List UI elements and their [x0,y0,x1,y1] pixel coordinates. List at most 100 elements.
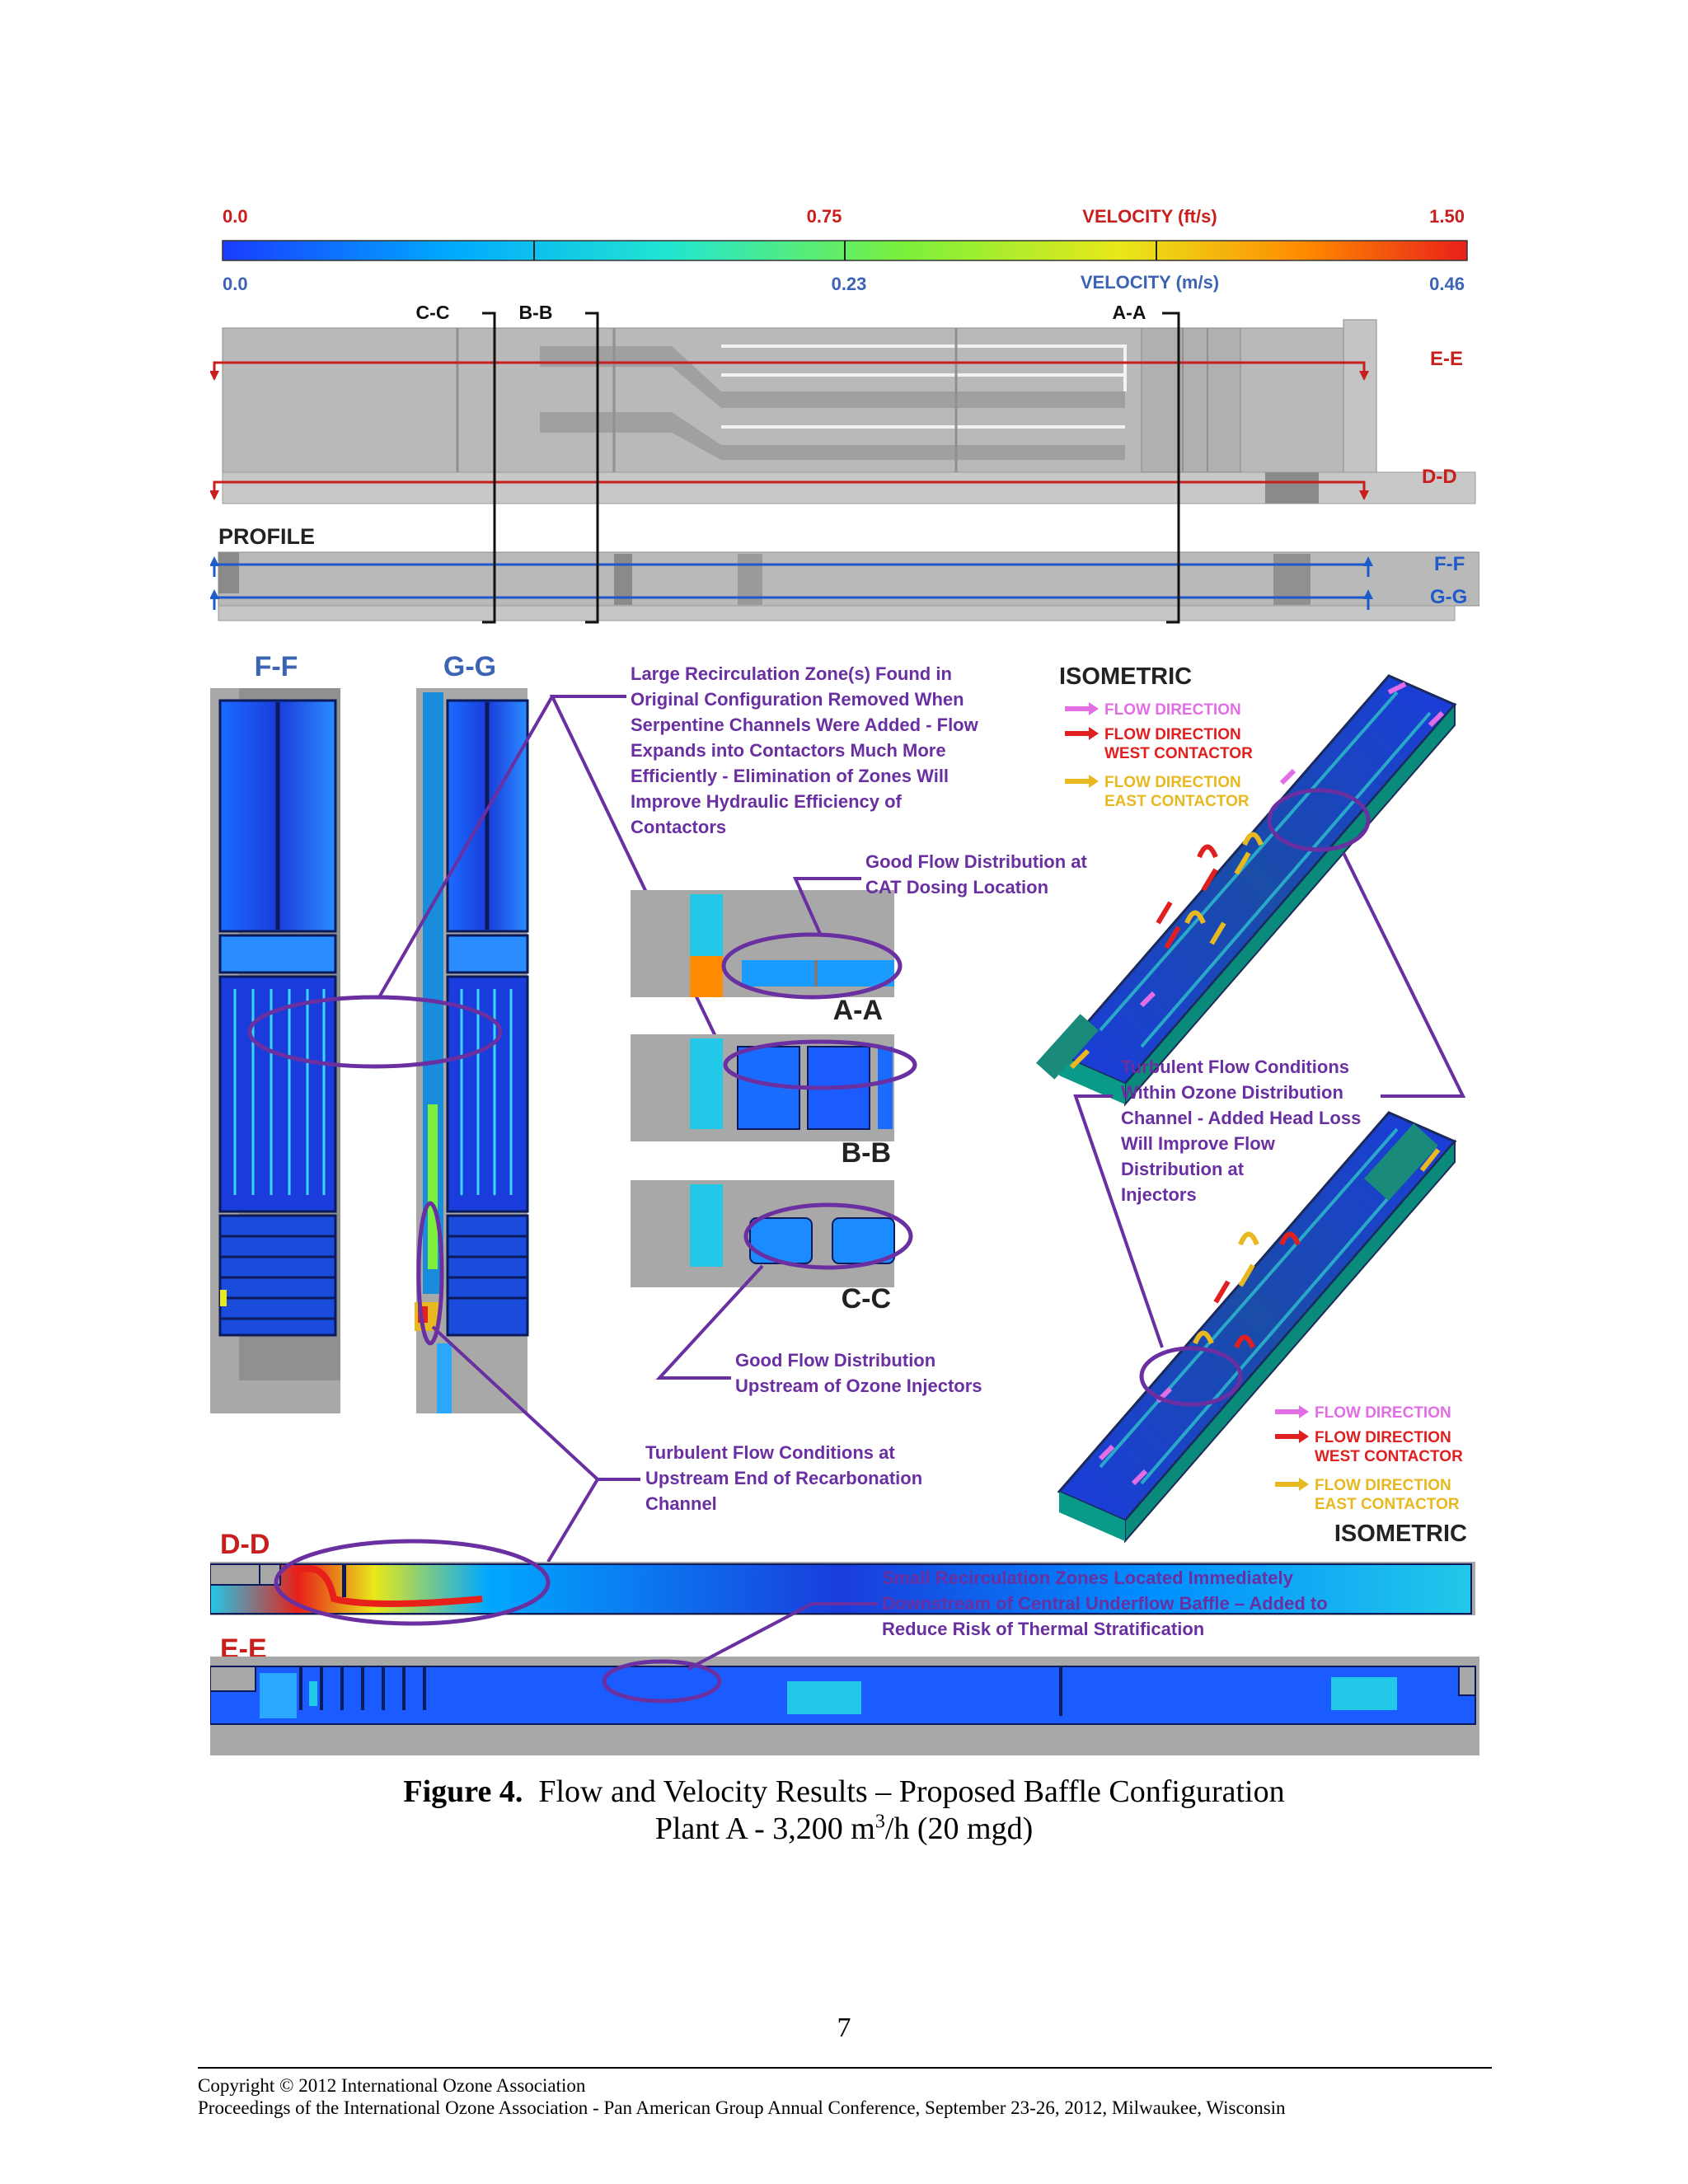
legend-text: FLOW DIRECTION [1104,726,1241,743]
gg-panel [415,688,529,1413]
annotation-line: CAT Dosing Location [865,877,1048,898]
isometric-title: ISOMETRIC [1059,663,1192,690]
annotation-line: Channel - Added Head Loss [1121,1108,1361,1128]
annotation-line: Contactors [631,817,726,837]
section-label-ee: E-E [1430,348,1463,370]
scale-ms-mid: 0.23 [832,274,867,294]
figure-caption-line2: Plant A - 3,200 m3/h (20 mgd) [0,1811,1688,1847]
annotation-line: Large Recirculation Zone(s) Found in [631,663,952,684]
annotation-line: Efficiently - Elimination of Zones Will [631,766,949,786]
section-arrowhead [210,589,219,599]
panel-label-ff: F-F [255,651,298,682]
legend-text: FLOW DIRECTION [1104,774,1241,791]
annotation-line: Will Improve Flow [1121,1133,1276,1154]
section-arrowhead [1359,490,1369,500]
callout-leader [1342,852,1466,1098]
footer-proceedings: Proceedings of the International Ozone A… [198,2097,1286,2118]
annotation-line: Small Recirculation Zones Located Immedi… [882,1568,1294,1588]
scale-ft-max: 1.50 [1429,206,1465,227]
annotation-turbulent-ozone: Turbulent Flow Conditions Within Ozone D… [1121,1057,1366,1205]
annotation-line: Turbulent Flow Conditions [1121,1057,1349,1077]
annotation-line: Reduce Risk of Thermal Stratification [882,1619,1204,1639]
callout-leader [687,1602,878,1671]
section-line-bb [585,312,599,624]
section-arrowhead [1363,556,1373,566]
figure-title: Flow and Velocity Results – Proposed Baf… [538,1774,1285,1809]
section-arrowhead [210,490,219,500]
legend-text: FLOW DIRECTION [1315,1477,1451,1494]
section-label-ff: F-F [1434,553,1465,575]
profile-view [218,551,1479,621]
section-label-dd: D-D [1422,466,1457,488]
annotation-line: Good Flow Distribution at [865,851,1088,872]
figure-caption: Figure 4. Flow and Velocity Results – Pr… [0,1774,1688,1810]
annotation-line: Expands into Contactors Much More [631,740,946,761]
cc-panel [631,1180,895,1287]
annotation-line: Improve Hydraulic Efficiency of [631,791,903,812]
figure-label: Figure 4. [403,1774,523,1809]
callout-ellipse [247,995,503,1069]
annotation-small-recirc: Small Recirculation Zones Located Immedi… [882,1568,1333,1639]
section-line-cc [482,312,496,624]
callout-ellipse [416,1201,444,1346]
annotation-line: Injectors [1121,1184,1197,1205]
section-arrowhead [210,556,219,566]
section-arrowhead [1359,371,1369,381]
scale-ft-label: VELOCITY (ft/s) [1082,206,1217,227]
scale-ms-label: VELOCITY (m/s) [1081,272,1219,293]
annotation-line: Distribution at [1121,1159,1245,1179]
section-label-aa: A-A [1113,302,1146,323]
callout-ellipse [602,1659,722,1704]
annotation-good-cat: Good Flow Distribution at CAT Dosing Loc… [865,851,1092,898]
page-number: 7 [837,2013,851,2043]
footer-copyright: Copyright © 2012 International Ozone Ass… [198,2075,586,2096]
panel-label-aa: A-A [833,995,883,1026]
plan-view [222,319,1476,504]
caption-superscript: 3 [874,1811,885,1833]
callout-ellipse [1267,788,1371,852]
callout-ellipse [743,1202,913,1270]
ee-panel [210,1657,1479,1755]
annotation-line: Upstream End of Recarbonation [645,1468,922,1488]
callout-leader [546,1478,640,1563]
panel-label-bb: B-B [842,1137,891,1169]
scale-ms-max: 0.46 [1429,274,1465,294]
section-arrowhead [1363,589,1373,599]
callout-ellipse [723,1039,917,1090]
legend-text: FLOW DIRECTION [1104,701,1241,719]
caption-flow: /h (20 mgd) [884,1811,1034,1846]
section-line-ff [213,563,1370,577]
isometric-legend-top: FLOW DIRECTION FLOW DIRECTION WEST CONTA… [1065,701,1253,810]
legend-text: EAST CONTACTOR [1104,793,1250,810]
callout-leader [655,1264,764,1380]
callout-leader [792,877,861,935]
section-arrowhead [210,371,219,381]
annotation-line: Within Ozone Distribution [1121,1082,1343,1103]
section-label-gg: G-G [1430,586,1467,608]
isometric-title-bottom: ISOMETRIC [1334,1521,1467,1547]
section-line-aa [1162,312,1180,624]
annotation-line: Serpentine Channels Were Added - Flow [631,715,979,735]
section-line-gg [213,596,1370,610]
panel-label-gg: G-G [443,651,496,682]
callout-ellipse [274,1539,551,1626]
annotation-line: Downstream of Central Underflow Baffle –… [882,1593,1328,1614]
legend-text: FLOW DIRECTION [1315,1429,1451,1446]
panel-label-cc: C-C [842,1283,891,1315]
annotation-large-recirc: Large Recirculation Zone(s) Found in Ori… [631,663,983,837]
section-label-bb: B-B [519,302,553,323]
annotation-turbulent-recarb: Turbulent Flow Conditions at Upstream En… [645,1442,927,1514]
callout-leader [1073,1094,1164,1348]
isometric-legend-bottom: FLOW DIRECTION FLOW DIRECTION WEST CONTA… [1275,1404,1463,1513]
legend-text: WEST CONTACTOR [1104,745,1253,762]
cfd-figure: 0.0 0.75 VELOCITY (ft/s) 1.50 0.0 0.23 V… [210,206,1479,1755]
annotation-line: Turbulent Flow Conditions at [645,1442,895,1463]
footer-rule [198,2067,1492,2069]
isometric-top-model [1036,674,1457,1107]
annotation-line: Original Configuration Removed When [631,689,964,710]
section-label-cc: C-C [416,302,450,323]
scale-ft-min: 0.0 [223,206,248,227]
isometric-bottom-model [1057,1111,1457,1544]
aa-panel [631,890,894,997]
annotation-line: Good Flow Distribution [735,1350,935,1371]
